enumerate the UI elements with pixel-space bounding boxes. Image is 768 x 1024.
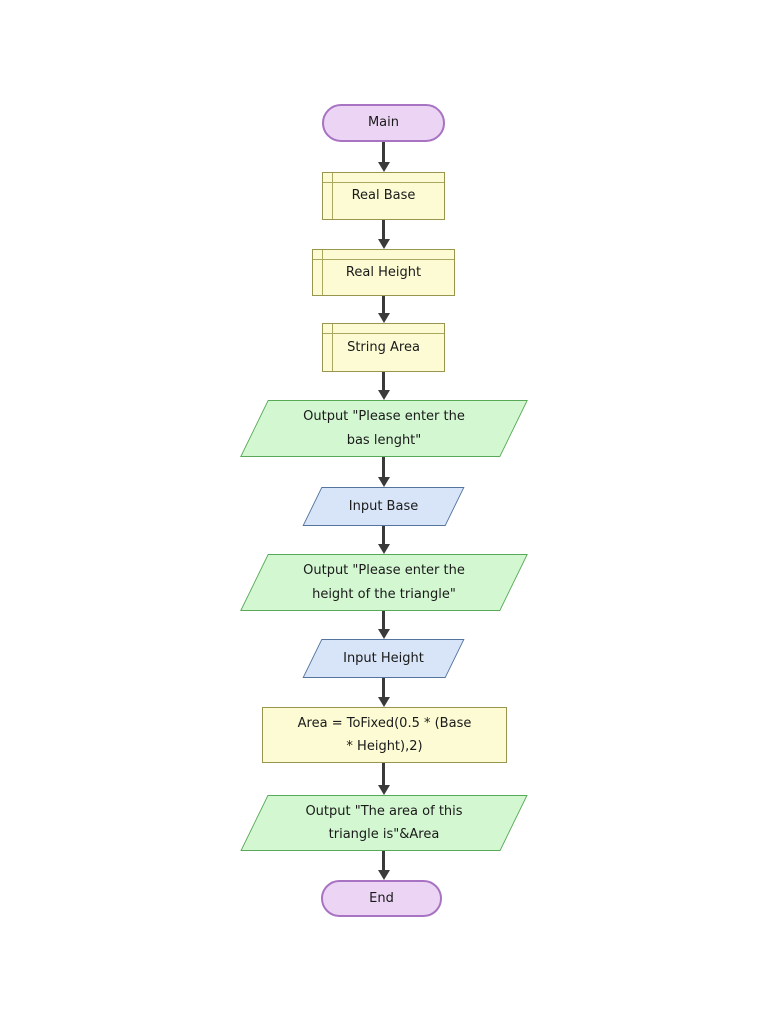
node-label: End: [369, 890, 394, 906]
flow-arrow: [377, 142, 390, 172]
flow-arrow: [377, 678, 390, 707]
node-label: Real Base: [351, 188, 416, 204]
flow-arrow: [377, 372, 390, 400]
node-label: Real Height: [345, 264, 422, 280]
node-output-height-prompt: Output "Please enter the height of the t…: [240, 554, 528, 611]
node-declare-area: String Area: [322, 323, 445, 372]
node-label: Area = ToFixed(0.5 * (Base * Height),2): [297, 715, 472, 754]
node-input-base: Input Base: [302, 487, 465, 526]
node-label: Output "Please enter the height of the t…: [303, 563, 465, 602]
node-input-height: Input Height: [302, 639, 465, 678]
node-output-base-prompt: Output "Please enter the bas lenght": [240, 400, 528, 457]
node-end-terminal: End: [321, 880, 442, 917]
declaration-horizontal-band: [323, 333, 444, 334]
flow-arrow: [377, 457, 390, 487]
declaration-horizontal-band: [313, 259, 454, 260]
node-label: Input Height: [343, 650, 424, 666]
declaration-vertical-band: [322, 250, 323, 295]
node-label: String Area: [347, 339, 420, 355]
flow-arrow: [377, 851, 390, 880]
node-label: Output "The area of this triangle is"&Ar…: [305, 803, 463, 842]
flow-arrow: [377, 526, 390, 554]
flow-arrow: [377, 611, 390, 639]
declaration-horizontal-band: [323, 182, 444, 183]
flow-arrow: [377, 296, 390, 323]
node-output-area: Output "The area of this triangle is"&Ar…: [240, 795, 528, 851]
node-declare-height: Real Height: [312, 249, 455, 296]
node-label: Main: [367, 115, 400, 131]
node-declare-base: Real Base: [322, 172, 445, 220]
node-main-terminal: Main: [322, 104, 445, 142]
flow-arrow: [377, 763, 390, 795]
flow-arrow: [377, 220, 390, 249]
node-label: Output "Please enter the bas lenght": [303, 409, 465, 448]
node-label: Input Base: [348, 498, 419, 514]
declaration-vertical-band: [332, 173, 333, 219]
node-assign-area: Area = ToFixed(0.5 * (Base * Height),2): [262, 707, 507, 763]
declaration-vertical-band: [332, 324, 333, 371]
